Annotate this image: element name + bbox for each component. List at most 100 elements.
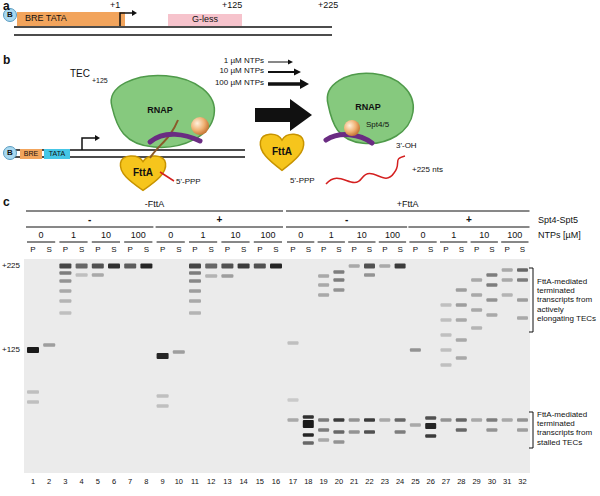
gel-band [502, 418, 513, 422]
ntp-concentration: 100 [260, 230, 275, 240]
gel-band [364, 418, 375, 422]
lane-number: 11 [191, 478, 199, 487]
gel-band [410, 348, 421, 352]
gel-band [221, 274, 233, 278]
bracket-note: FttA-mediated terminated transcripts fro… [537, 277, 598, 323]
lane-number: 25 [411, 478, 419, 487]
gel-band [486, 313, 497, 317]
ntp-concentration: 1 [451, 230, 456, 240]
panel-letter: b [3, 54, 10, 68]
ntp-concentration: 100 [507, 230, 522, 240]
gel-band [471, 308, 482, 312]
node-text: FttA [133, 167, 153, 178]
gel-band [333, 430, 344, 434]
gel-background [24, 259, 530, 473]
tata-box: TATA [44, 149, 70, 159]
ntp-concentration: 0 [298, 230, 303, 240]
gel-band [221, 264, 233, 269]
gel-band [59, 289, 71, 293]
size-marker: +125 [2, 345, 20, 354]
lane-number: 20 [335, 478, 343, 487]
lane-number: 23 [381, 478, 389, 487]
lane-number: 32 [518, 478, 526, 487]
gel-band [333, 418, 344, 422]
gel-band [59, 264, 71, 269]
group-line [157, 242, 185, 243]
rna-length-label: +225 nts [412, 165, 443, 174]
group-line [286, 227, 407, 228]
fraction-label: S [336, 245, 341, 254]
lane-number: 9 [161, 478, 165, 487]
gel-band [502, 278, 513, 282]
gel-band [303, 415, 314, 419]
gel-band [59, 271, 71, 275]
ntp-arrow [268, 82, 300, 86]
gel-band [288, 341, 299, 345]
spt4-sphere [344, 120, 360, 136]
fraction-label: P [290, 245, 295, 254]
gel-band [471, 293, 482, 297]
fraction-label: S [520, 245, 525, 254]
fraction-label: S [273, 245, 278, 254]
spt4-sphere [191, 117, 209, 135]
gel-band [318, 283, 329, 287]
group-line [440, 242, 467, 243]
lane-number: 31 [503, 478, 511, 487]
lane-number: 5 [96, 478, 100, 487]
gel-band [456, 418, 467, 422]
fraction-label: P [95, 245, 100, 254]
lane-number: 1 [31, 478, 35, 487]
arrow-head [300, 79, 309, 89]
factor-label: Spt4/5 [366, 120, 389, 129]
position-marker: +225 [318, 0, 338, 10]
gel-band [517, 428, 528, 432]
group-line [27, 242, 55, 243]
node-text: FttA [272, 146, 292, 157]
lane-number: 13 [223, 478, 231, 487]
gel-band [59, 311, 71, 315]
lane-number: 6 [112, 478, 116, 487]
gel-band [441, 348, 452, 352]
fraction-label: P [474, 245, 479, 254]
gel-band [27, 390, 39, 394]
lane-number: 29 [472, 478, 480, 487]
lane-number: 22 [365, 478, 373, 487]
gel-band [333, 278, 344, 282]
fraction-label: P [257, 245, 262, 254]
gel-band [456, 356, 467, 360]
gel-band [59, 299, 71, 303]
gel-band [517, 298, 528, 302]
gel-band [76, 264, 88, 269]
gel-band [379, 264, 390, 268]
group-line [471, 242, 498, 243]
ntp-label: 1 µM NTPs [224, 56, 264, 65]
gel-band [189, 311, 201, 315]
header-lines [26, 211, 530, 242]
gel-band [108, 264, 120, 269]
gel-band [189, 299, 201, 303]
gel-band [318, 274, 329, 278]
lane-number: 15 [256, 478, 264, 487]
gel-band [288, 398, 299, 402]
condition-header: -FttA [145, 199, 165, 209]
ntp-concentration: 10 [479, 230, 489, 240]
gel-band [189, 289, 201, 293]
gel-band [318, 293, 329, 297]
node-text: G-less [192, 15, 218, 25]
lane-number: 24 [396, 478, 404, 487]
gel-band [395, 430, 406, 434]
complex-subscript: +125 [92, 77, 108, 85]
group-line [59, 242, 87, 243]
arrow-head [132, 10, 137, 16]
gel-band [349, 430, 360, 434]
ntp-arrow [268, 62, 288, 63]
gel-band [441, 303, 452, 307]
rnap-blob: RNAP [318, 68, 418, 148]
fraction-label: P [192, 245, 197, 254]
gel-band [318, 438, 329, 442]
gel-band [333, 288, 344, 292]
gel-band [410, 423, 421, 427]
